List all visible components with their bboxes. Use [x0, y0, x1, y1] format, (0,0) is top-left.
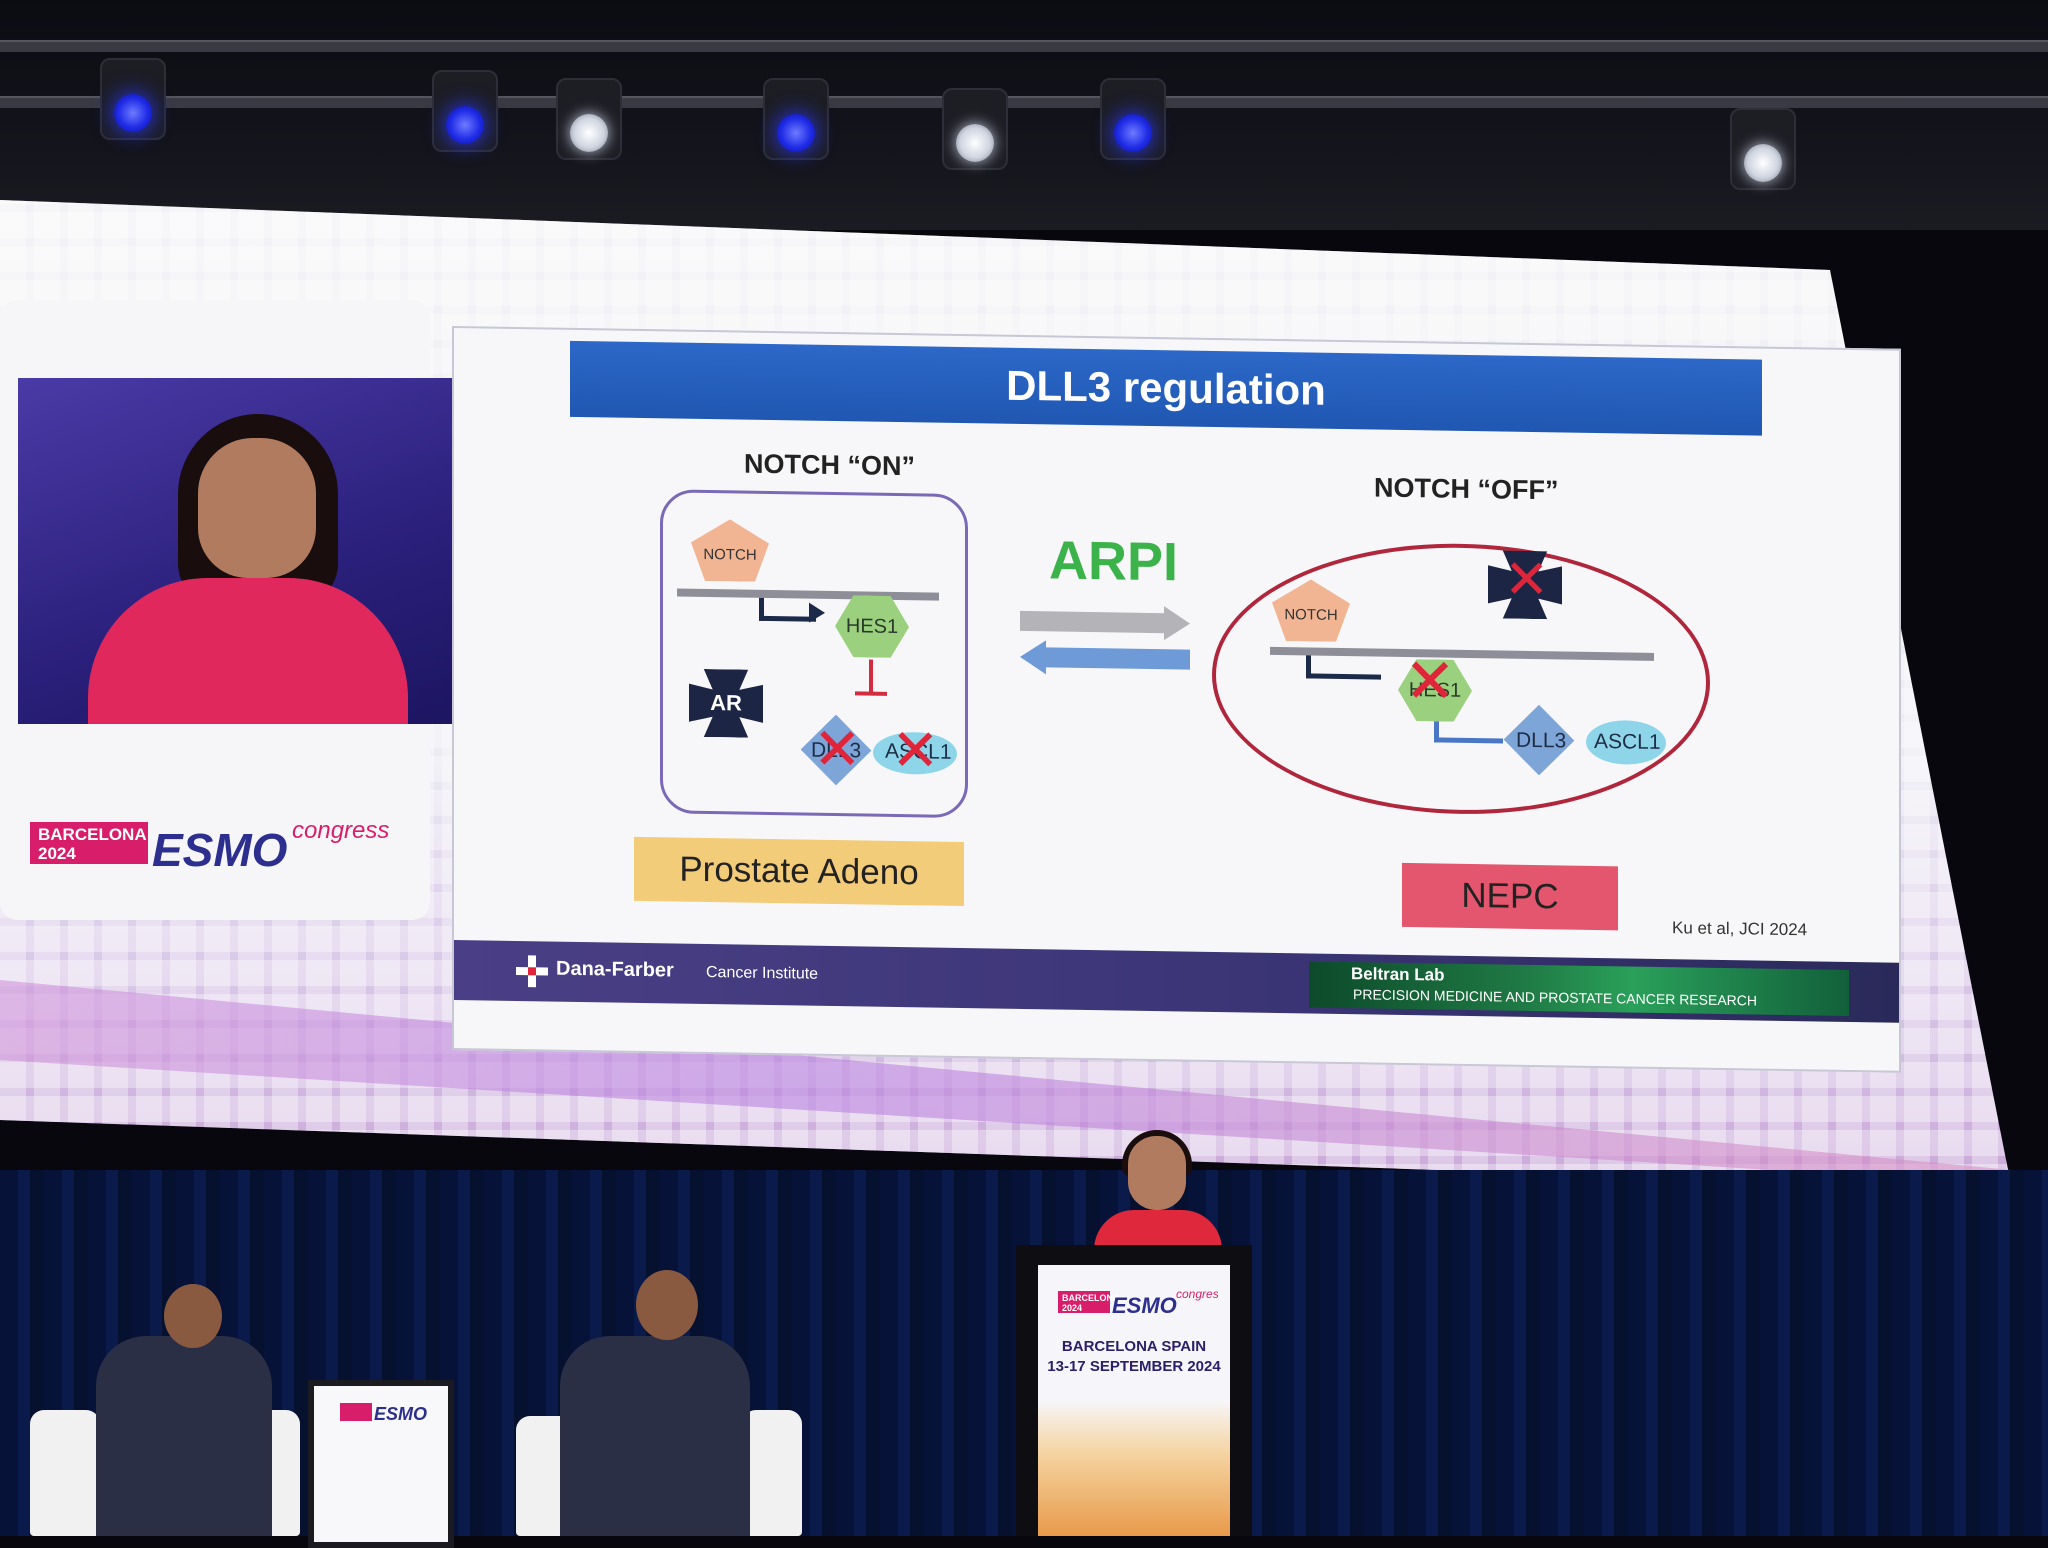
logo-city: BARCELONA	[38, 825, 147, 844]
svg-text:congress: congress	[1176, 1287, 1218, 1301]
stage-light	[432, 70, 498, 152]
banner-esmo-logo: ESMO	[340, 1403, 427, 1424]
logo-year: 2024	[38, 844, 76, 863]
logo-brand: ESMO	[152, 824, 288, 872]
stage-light	[763, 78, 829, 160]
slide-title-bar: DLL3 regulation	[570, 340, 1762, 436]
arpi-label: ARPI	[1049, 530, 1179, 593]
dana-farber-logo-icon	[516, 955, 548, 988]
podium-location: BARCELONA SPAIN	[1061, 1338, 1207, 1355]
ascl1-label-off: ASCL1	[1594, 729, 1661, 754]
dll3-activation-arrow	[1434, 721, 1503, 744]
svg-text:2024: 2024	[1062, 1303, 1082, 1313]
notch-on-label: NOTCH “ON”	[744, 448, 915, 482]
svg-text:ESMO: ESMO	[1112, 1293, 1177, 1317]
panelist-2-head	[636, 1270, 698, 1340]
arpi-reverse-arrow	[1046, 647, 1190, 670]
svg-text:ESMO: ESMO	[374, 1404, 427, 1424]
lab-subtitle: PRECISION MEDICINE AND PROSTATE CANCER R…	[1353, 986, 1757, 1009]
stage-light	[556, 78, 622, 160]
notch-on-cell: NOTCH HES1 AR DLL3 ASCL1 ✕ ✕	[660, 489, 968, 819]
svg-text:BARCELONA: BARCELONA	[1062, 1293, 1120, 1303]
esmo-congress-logo: BARCELONA 2024 ESMO congress	[30, 817, 389, 872]
hes1-hexagon-on: HES1	[835, 595, 909, 658]
dll3-blocked-x: ✕	[813, 716, 862, 783]
speaker-dress	[88, 578, 408, 724]
lab-name: Beltran Lab	[1351, 964, 1445, 985]
speaker-video-feed	[18, 378, 470, 724]
inhibition-bar	[855, 691, 887, 696]
lighting-truss	[0, 96, 2048, 108]
panelist-1-head	[164, 1284, 222, 1348]
institute-subtitle: Cancer Institute	[706, 963, 819, 983]
panelist-1	[96, 1336, 272, 1536]
nepc-box: NEPC	[1402, 862, 1618, 931]
arpi-forward-arrowhead	[1164, 606, 1190, 641]
slide-title: DLL3 regulation	[1006, 361, 1326, 414]
ceiling-lighting-rig	[0, 0, 2048, 230]
transcription-arrowhead-on	[809, 602, 825, 623]
hes1-blocked-x: ✕	[1404, 646, 1456, 717]
panelist-2	[560, 1336, 750, 1536]
stage-light	[1730, 108, 1796, 190]
logo-word: congress	[292, 817, 389, 844]
arpi-forward-arrow	[1020, 610, 1166, 634]
citation: Ku et al, JCI 2024	[1672, 918, 1808, 940]
ar-blocked-x: ✕	[1504, 549, 1550, 611]
beltran-lab-banner: Beltran Lab PRECISION MEDICINE AND PROST…	[1309, 961, 1849, 1016]
transcription-arrow-off	[1306, 655, 1381, 680]
armchair	[742, 1410, 802, 1536]
presenter-head	[1128, 1136, 1186, 1210]
stage-light	[942, 88, 1008, 170]
congress-banner-stand	[308, 1380, 454, 1548]
dll3-label-off: DLL3	[1516, 728, 1567, 753]
transcription-arrow-on	[759, 597, 816, 622]
armchair	[30, 1410, 100, 1536]
stage-light	[1100, 78, 1166, 160]
institute-name: Dana-Farber	[556, 957, 674, 982]
presentation-slide: DLL3 regulation NOTCH “ON” NOTCH “OFF” N…	[452, 326, 1901, 1073]
prostate-adeno-box: Prostate Adeno	[634, 836, 964, 907]
speaker-face	[198, 438, 316, 578]
podium-esmo-logo: BARCELONA 2024 ESMO congress	[1058, 1287, 1218, 1317]
stage-light	[100, 58, 166, 140]
inhibition-line	[869, 659, 873, 694]
notch-off-label: NOTCH “OFF”	[1374, 472, 1559, 506]
ascl1-blocked-x: ✕	[891, 717, 940, 784]
barcelona-skyline-graphic	[1038, 1400, 1230, 1536]
ar-receptor: AR	[689, 669, 763, 738]
notch-receptor-on: NOTCH	[691, 519, 769, 582]
slide-footer: Dana-Farber Cancer Institute Beltran Lab…	[454, 940, 1899, 1023]
lighting-truss	[0, 40, 2048, 52]
arpi-reverse-arrowhead	[1020, 639, 1046, 675]
podium-dates: 13-17 SEPTEMBER 2024	[1047, 1358, 1221, 1375]
